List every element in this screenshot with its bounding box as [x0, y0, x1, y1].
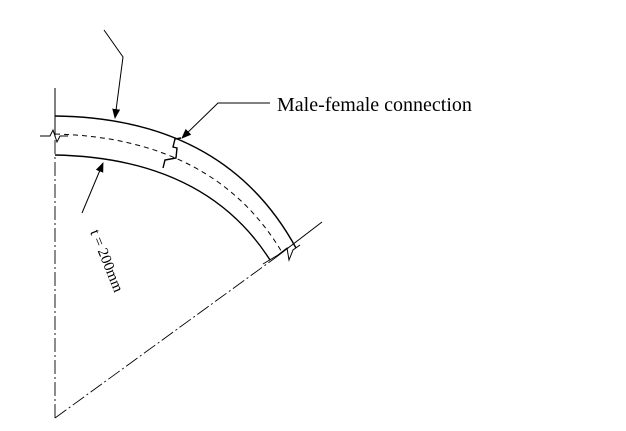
segment-outer-arc: [54, 115, 297, 249]
thickness-leader: [81, 162, 104, 214]
connection-leader: [181, 102, 270, 139]
left-break-symbol: [40, 128, 68, 144]
diagonal-radius-line: [54, 257, 276, 419]
right-break-symbol: [262, 244, 301, 265]
segment-inner-arc: [54, 154, 271, 261]
diagonal-radius-extension: [274, 221, 323, 259]
thickness-label: t = 200mm: [86, 228, 126, 295]
male-female-joint: [162, 137, 182, 169]
connection-label: Male-female connection: [277, 94, 472, 116]
segment-centerline: [54, 133, 284, 255]
outer-arc-leader: [103, 29, 124, 119]
